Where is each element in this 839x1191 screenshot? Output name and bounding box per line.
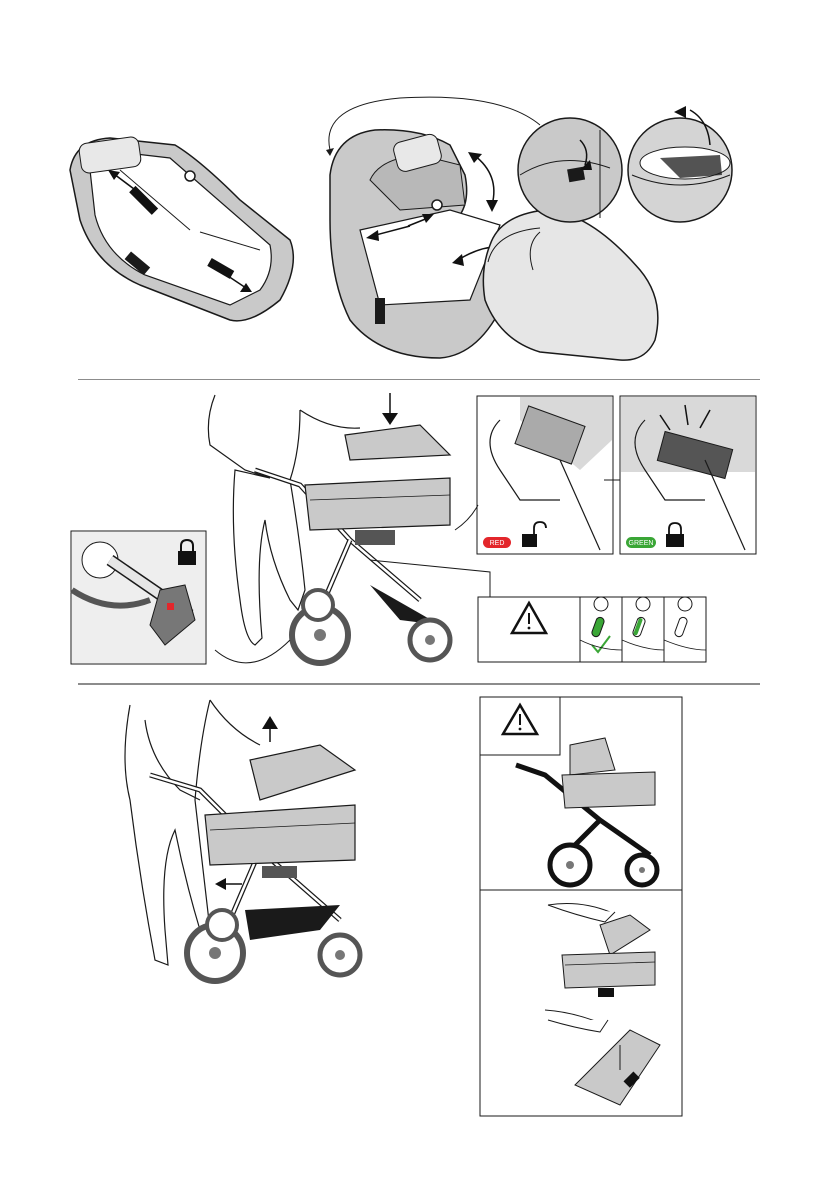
apron-cover-illustration — [483, 210, 658, 360]
carrycot-preparation-section — [0, 0, 839, 380]
arrow-left-icon — [215, 878, 226, 890]
section-1-illustration — [0, 0, 839, 380]
section-3-illustration — [0, 686, 839, 1126]
padlock-open-icon — [522, 534, 537, 547]
section-2-illustration: RED GREEN — [0, 381, 839, 685]
detail-zoom-circle — [628, 106, 732, 222]
green-indicator-label: GREEN — [629, 540, 654, 547]
padlock-closed-icon — [666, 534, 684, 547]
remove-carrycot-section — [0, 686, 839, 1126]
red-indicator-label: RED — [490, 540, 505, 547]
carrying-warning-box — [480, 697, 682, 1116]
handlebar-lock-detail — [71, 531, 206, 664]
padlock-closed-icon — [178, 551, 196, 565]
locked-state-panel: GREEN — [620, 396, 756, 554]
arrow-up-icon — [262, 716, 278, 729]
unlocked-state-panel: RED — [477, 396, 613, 554]
arrow-down-icon — [382, 413, 398, 425]
attach-carrycot-section: RED GREEN — [0, 381, 839, 685]
indicator-states-strip — [580, 597, 706, 662]
carrycot-open-illustration — [70, 136, 293, 321]
detail-zoom-circle — [518, 118, 622, 222]
indicator-warning-box — [478, 597, 580, 662]
